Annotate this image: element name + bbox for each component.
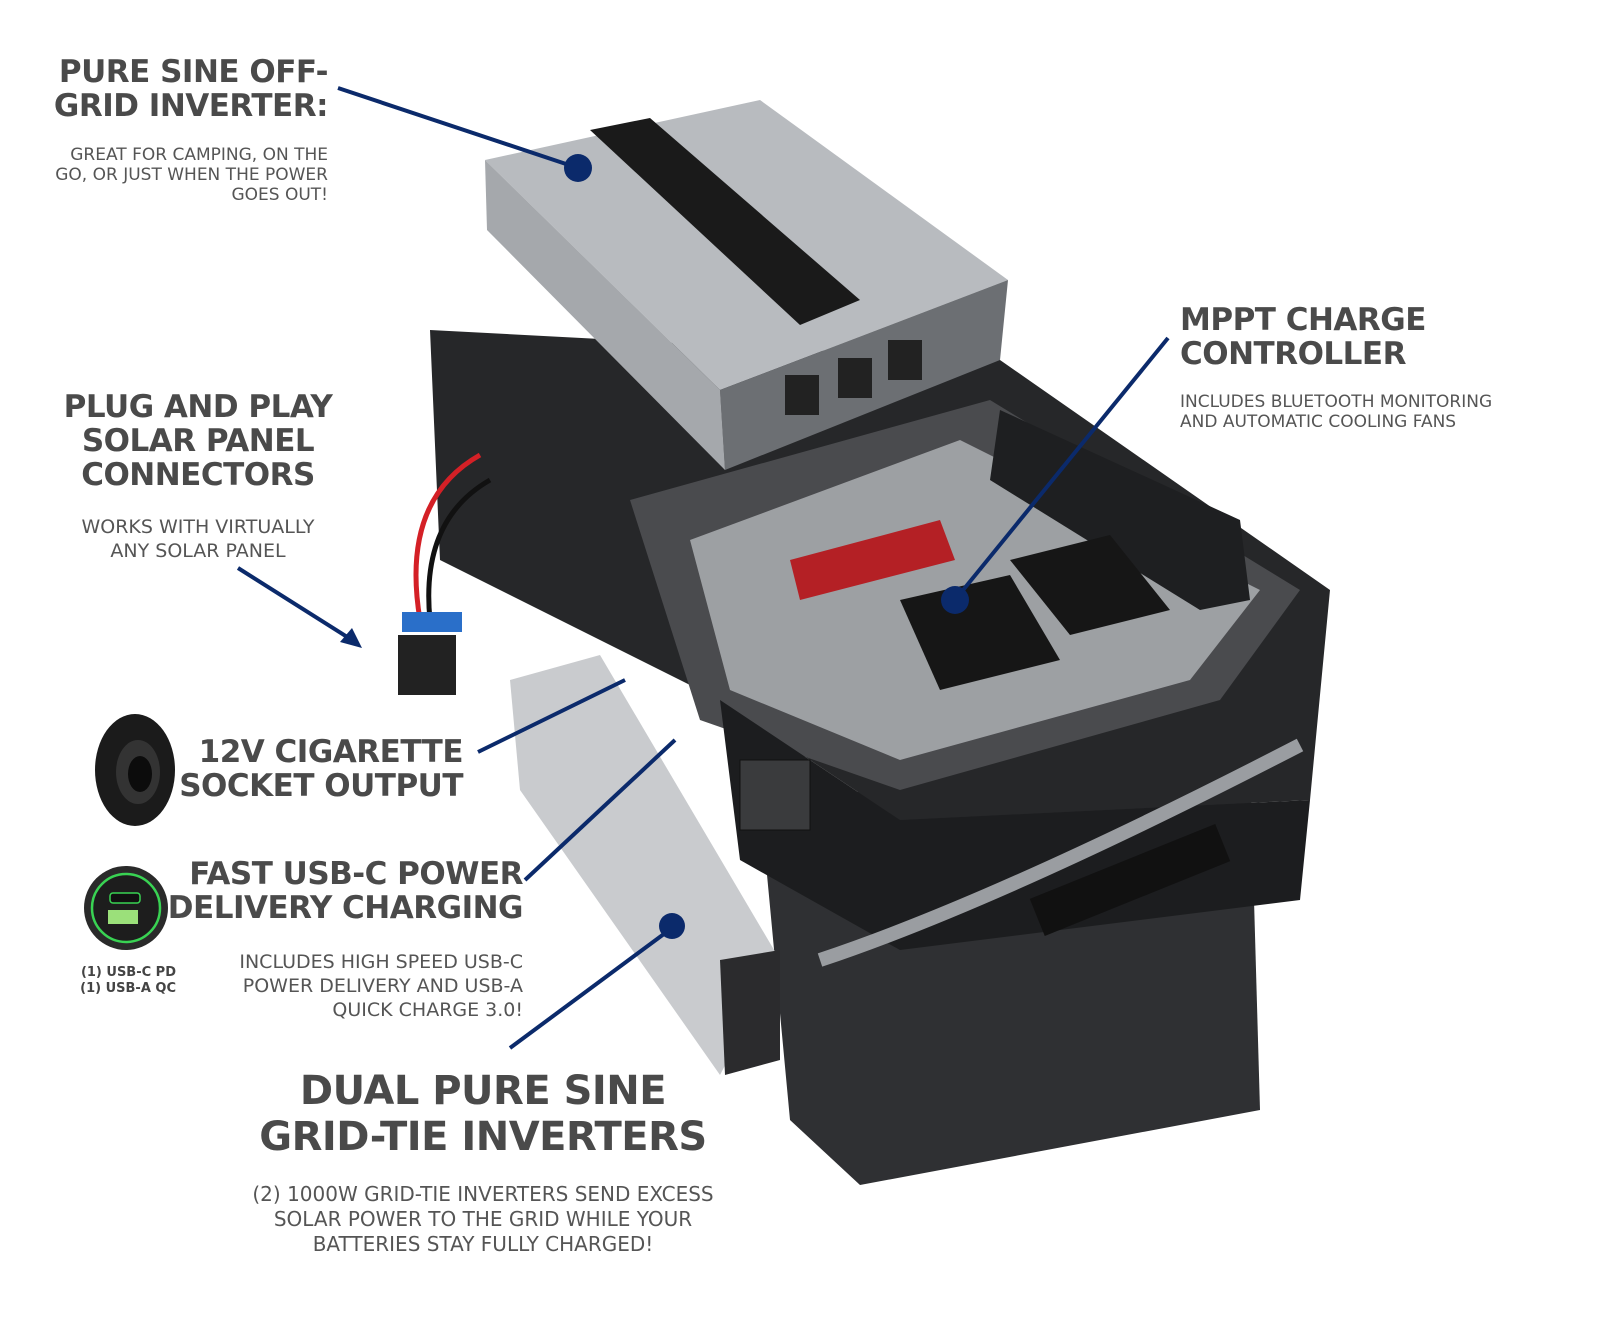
desc-line: GREAT FOR CAMPING, ON THE <box>70 145 328 165</box>
desc-line: GOES OUT! <box>231 185 328 205</box>
title-line: DELIVERY CHARGING <box>167 890 524 926</box>
solar-description: WORKS WITH VIRTUALLY ANY SOLAR PANEL <box>28 515 368 563</box>
title-line: SOCKET OUTPUT <box>179 768 463 804</box>
port-label: (1) USB-C PD <box>80 965 176 980</box>
title-line: GRID-TIE INVERTERS <box>259 1114 707 1160</box>
title-line: CONTROLLER <box>1180 336 1406 372</box>
callout-dot-mppt <box>941 586 969 614</box>
pure-sine-inverter <box>485 100 1008 470</box>
mppt-title: MPPT CHARGE CONTROLLER <box>1180 303 1426 371</box>
callout-lines <box>236 86 1170 1050</box>
desc-line: INCLUDES BLUETOOTH MONITORING <box>1180 392 1493 412</box>
inverter-title: PURE SINE OFF- GRID INVERTER: <box>53 54 329 124</box>
desc-line: POWER DELIVERY AND USB-A <box>242 975 523 997</box>
gridtie-title: DUAL PURE SINE GRID-TIE INVERTERS <box>183 1068 783 1160</box>
inverter-description: GREAT FOR CAMPING, ON THE GO, OR JUST WH… <box>55 145 328 205</box>
desc-line: WORKS WITH VIRTUALLY <box>81 516 315 538</box>
cigarette-socket-icon <box>95 714 175 826</box>
callout-dot-inverter <box>564 154 592 182</box>
grid-tie-inverters <box>510 655 780 1075</box>
desc-line: BATTERIES STAY FULLY CHARGED! <box>312 1232 654 1256</box>
callout-line-cigarette <box>477 678 626 754</box>
power-station-box <box>430 330 1330 1185</box>
desc-line: INCLUDES HIGH SPEED USB-C <box>239 951 523 973</box>
arrowhead-icon <box>340 628 362 648</box>
port-label: (1) USB-A QC <box>80 981 176 996</box>
callout-line-inverter <box>337 86 579 170</box>
desc-line: QUICK CHARGE 3.0! <box>332 999 523 1021</box>
usb-port-list: (1) USB-C PD (1) USB-A QC <box>80 965 176 997</box>
callout-line-mppt <box>953 336 1170 602</box>
cigarette-title: 12V CIGARETTE SOCKET OUTPUT <box>179 735 463 803</box>
desc-line: (2) 1000W GRID-TIE INVERTERS SEND EXCESS <box>252 1182 714 1206</box>
callout-line-gridtie <box>508 926 674 1050</box>
callout-arrow-solar <box>236 566 354 642</box>
title-line: MPPT CHARGE <box>1180 302 1426 338</box>
callout-line-usb <box>523 738 677 882</box>
desc-line: SOLAR POWER TO THE GRID WHILE YOUR <box>273 1207 693 1231</box>
title-line: CONNECTORS <box>81 457 315 493</box>
desc-line: GO, OR JUST WHEN THE POWER <box>55 165 328 185</box>
usb-description: INCLUDES HIGH SPEED USB-C POWER DELIVERY… <box>239 950 523 1022</box>
gridtie-description: (2) 1000W GRID-TIE INVERTERS SEND EXCESS… <box>133 1182 833 1257</box>
title-line: PURE SINE OFF- <box>58 54 329 90</box>
title-line: PLUG AND PLAY <box>63 389 333 425</box>
desc-line: ANY SOLAR PANEL <box>110 540 286 562</box>
title-line: GRID INVERTER: <box>53 88 329 124</box>
usb-socket-icon <box>84 866 168 950</box>
desc-line: AND AUTOMATIC COOLING FANS <box>1180 412 1457 432</box>
solar-connector-cables <box>398 452 492 695</box>
usb-title: FAST USB-C POWER DELIVERY CHARGING <box>167 856 524 926</box>
callout-dot-gridtie <box>659 913 685 939</box>
mppt-description: INCLUDES BLUETOOTH MONITORING AND AUTOMA… <box>1180 392 1492 432</box>
title-line: 12V CIGARETTE <box>198 734 464 770</box>
title-line: DUAL PURE SINE <box>299 1068 667 1114</box>
solar-title: PLUG AND PLAY SOLAR PANEL CONNECTORS <box>48 390 348 492</box>
title-line: FAST USB-C POWER <box>189 856 523 892</box>
title-line: SOLAR PANEL <box>81 423 315 459</box>
